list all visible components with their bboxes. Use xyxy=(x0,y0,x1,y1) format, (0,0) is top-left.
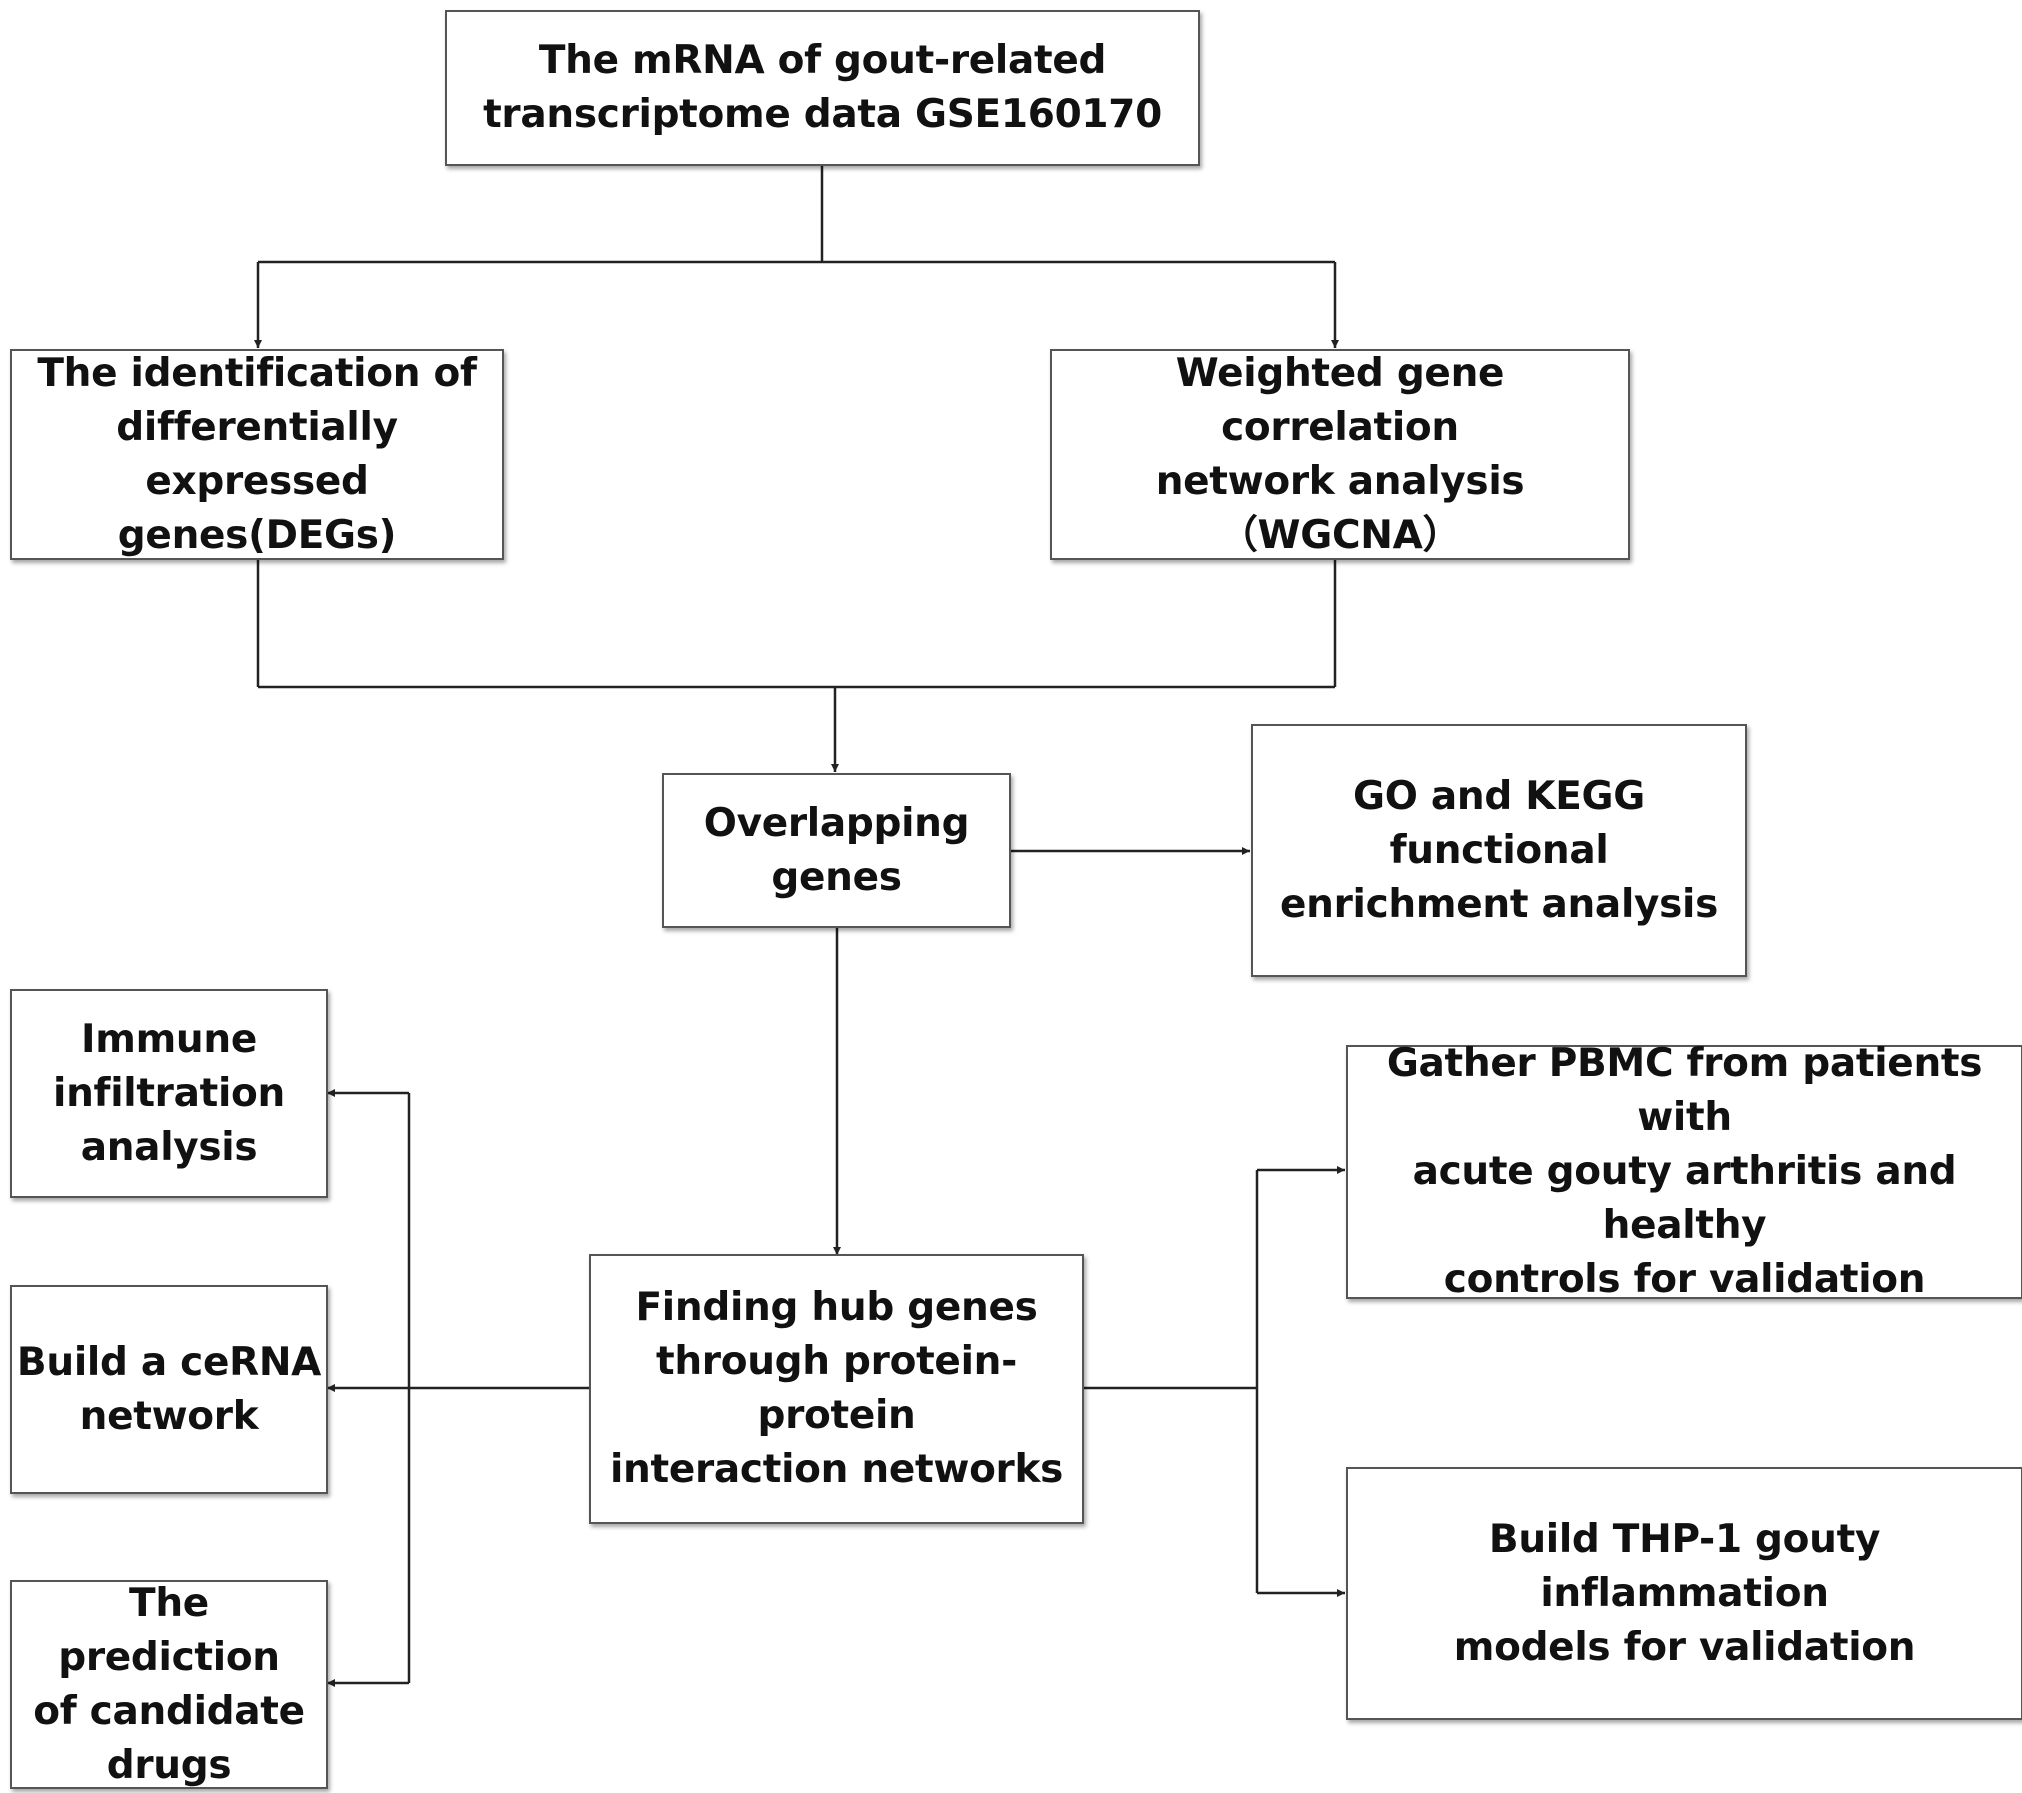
node-overlapping-genes-label: Overlapping genes xyxy=(703,800,970,900)
node-overlapping-genes: Overlapping genes xyxy=(662,773,1011,928)
node-candidate-drugs: The prediction of candidate drugs xyxy=(10,1580,328,1789)
node-thp1-validation-label: Build THP-1 gouty inflammation models fo… xyxy=(1453,1516,1916,1670)
node-source-data-label: The mRNA of gout-related transcriptome d… xyxy=(483,38,1162,137)
node-cerna-network: Build a ceRNA network xyxy=(10,1285,328,1494)
node-pbmc-validation: Gather PBMC from patients with acute gou… xyxy=(1346,1041,2022,1302)
node-degs-label: The identification of differentially exp… xyxy=(37,350,477,558)
node-enrichment: GO and KEGG functional enrichment analys… xyxy=(1251,724,1747,977)
node-degs: The identification of differentially exp… xyxy=(10,349,504,560)
node-cerna-network-label: Build a ceRNA network xyxy=(16,1339,322,1439)
node-pbmc-validation-label: Gather PBMC from patients with acute gou… xyxy=(1386,1041,1983,1302)
node-hub-genes: Finding hub genes through protein-protei… xyxy=(589,1254,1084,1524)
node-wgcna-label: Weighted gene correlation network analys… xyxy=(1155,350,1525,558)
node-hub-genes-label: Finding hub genes through protein-protei… xyxy=(609,1285,1064,1492)
node-thp1-validation: Build THP-1 gouty inflammation models fo… xyxy=(1346,1467,2022,1720)
node-wgcna: Weighted gene correlation network analys… xyxy=(1050,349,1630,560)
node-source-data: The mRNA of gout-related transcriptome d… xyxy=(445,10,1200,166)
node-immune-infiltration-label: Immune infiltration analysis xyxy=(53,1016,285,1170)
node-immune-infiltration: Immune infiltration analysis xyxy=(10,989,328,1198)
node-enrichment-label: GO and KEGG functional enrichment analys… xyxy=(1279,773,1719,927)
node-candidate-drugs-label: The prediction of candidate drugs xyxy=(33,1580,305,1788)
